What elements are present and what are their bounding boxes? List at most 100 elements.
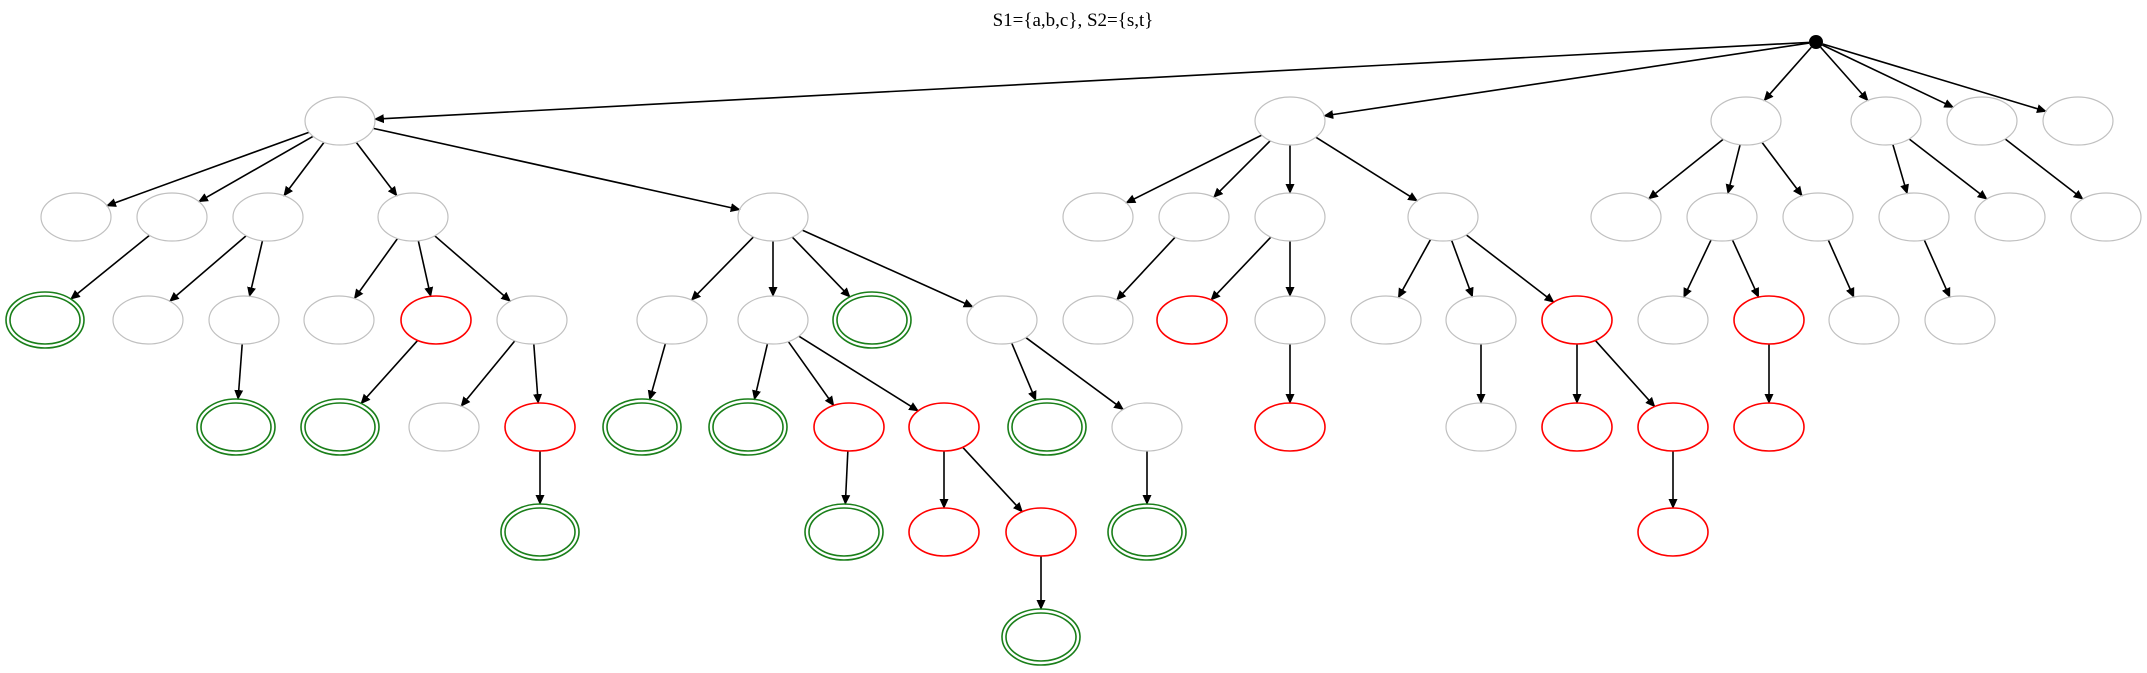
- tree-node-A3a-gray: [112, 295, 184, 345]
- edge-A5b-A5b2: [787, 341, 835, 407]
- node-ellipse: [196, 398, 276, 456]
- tree-node-A5a-gray: [636, 295, 708, 345]
- edge-B4c-B4c2: [1594, 339, 1656, 408]
- node-ellipse: [1062, 295, 1134, 345]
- node-ellipse: [1637, 295, 1709, 345]
- node-ellipse: [1733, 402, 1805, 452]
- edge-B2-B2a: [1116, 236, 1176, 301]
- diagram-title: S1={a,b,c}, S2={s,t}: [993, 10, 1154, 31]
- edge-n0-E: [1821, 44, 1955, 109]
- tree-node-C2b-red: [1733, 295, 1805, 345]
- tree-node-A2-gray: [136, 192, 208, 242]
- node-ellipse: [1878, 192, 1950, 242]
- edge-A5b3-A5b3b: [962, 446, 1023, 513]
- tree-node-B2-gray: [1158, 192, 1230, 242]
- tree-node-B4c2a-red: [1637, 507, 1709, 557]
- tree-node-C1-gray: [1590, 192, 1662, 242]
- tree-node-C2a-gray: [1637, 295, 1709, 345]
- node-ellipse: [377, 192, 449, 242]
- tree-node-B-gray: [1254, 96, 1326, 146]
- tree-node-F-gray: [2042, 96, 2114, 146]
- node-ellipse: [1158, 192, 1230, 242]
- node-ellipse: [836, 295, 908, 345]
- edge-A-A3: [283, 141, 325, 197]
- node-ellipse: [832, 291, 912, 349]
- tree-node-B4a-gray: [1350, 295, 1422, 345]
- edge-A-A4: [355, 141, 398, 197]
- edge-A5b-A5b3: [798, 335, 919, 412]
- edge-n0-F: [1822, 43, 2047, 114]
- node-ellipse: [804, 503, 884, 561]
- tree-node-A-gray: [304, 96, 376, 146]
- edge-A-A2: [198, 135, 314, 203]
- tree-node-C2b1-red: [1733, 402, 1805, 452]
- node-ellipse: [1007, 398, 1087, 456]
- tree-node-E1-gray: [2070, 192, 2142, 242]
- edge-A5d-A5d1: [1010, 342, 1037, 402]
- edge-C2-C2a: [1683, 239, 1712, 299]
- tree-node-A5b1-green: [708, 398, 788, 456]
- tree-node-C3a-gray: [1828, 295, 1900, 345]
- node-ellipse: [304, 96, 376, 146]
- node-ellipse: [1254, 96, 1326, 146]
- node-ellipse: [400, 295, 472, 345]
- edge-A5-A5c: [791, 236, 851, 298]
- node-ellipse: [1637, 402, 1709, 452]
- node-ellipse: [1445, 402, 1517, 452]
- tree-node-A4b-red: [400, 295, 472, 345]
- node-ellipse: [1710, 96, 1782, 146]
- edge-n0-D: [1820, 46, 1869, 102]
- tree-node-A5b2a-green: [804, 503, 884, 561]
- tree-node-A4c2a-green: [500, 503, 580, 561]
- node-ellipse: [504, 507, 576, 557]
- node-ellipse: [2070, 192, 2142, 242]
- edge-B4-B4a: [1397, 239, 1432, 299]
- node-ellipse: [1924, 295, 1996, 345]
- tree-node-B1-gray: [1062, 192, 1134, 242]
- tree-node-C-gray: [1710, 96, 1782, 146]
- edge-A5-A5d: [801, 229, 974, 308]
- node-ellipse: [908, 507, 980, 557]
- edge-A5d-A5d2: [1025, 336, 1124, 411]
- tree-node-C2-gray: [1686, 192, 1758, 242]
- edge-A-A5: [373, 127, 741, 213]
- edge-B3-B3a: [1210, 236, 1272, 301]
- tree-node-B3b1-red: [1254, 402, 1326, 452]
- tree-node-A5d-gray: [966, 295, 1038, 345]
- node-ellipse: [1111, 507, 1183, 557]
- tree-node-A4a-gray: [303, 295, 375, 345]
- node-ellipse: [1974, 192, 2046, 242]
- edge-D1-D1a: [1923, 239, 1951, 298]
- node-ellipse: [1350, 295, 1422, 345]
- edge-A4-A4a: [353, 238, 399, 300]
- node-ellipse: [1107, 503, 1187, 561]
- edge-n0-B: [1323, 42, 1810, 119]
- node-ellipse: [1011, 402, 1083, 452]
- tree-node-B3-gray: [1254, 192, 1326, 242]
- node-ellipse: [1541, 295, 1613, 345]
- tree-node-A5b3a-red: [908, 507, 980, 557]
- node-ellipse: [1850, 96, 1922, 146]
- tree-node-A4c1-gray: [408, 402, 480, 452]
- tree-node-B4c1-red: [1541, 402, 1613, 452]
- edge-C-C2: [1725, 144, 1741, 195]
- node-ellipse: [2042, 96, 2114, 146]
- node-ellipse: [408, 402, 480, 452]
- tree-node-B4c2-red: [1637, 402, 1709, 452]
- edge-B-B1: [1125, 134, 1263, 204]
- edge-A4c-A4c1: [460, 340, 516, 407]
- node-ellipse: [1156, 295, 1228, 345]
- edge-A-A1: [105, 131, 310, 207]
- tree-node-B4b-gray: [1445, 295, 1517, 345]
- tree-node-E-gray: [1946, 96, 2018, 146]
- edge-B4-B4c: [1465, 234, 1555, 303]
- tree-node-A4c-gray: [496, 295, 568, 345]
- edge-A5a-A5a1: [647, 343, 667, 401]
- tree-node-A3b1-green: [196, 398, 276, 456]
- node-ellipse: [303, 295, 375, 345]
- edge-A5b2-A5b2a: [841, 450, 851, 506]
- node-ellipse: [737, 192, 809, 242]
- node-ellipse: [1111, 402, 1183, 452]
- tree-node-A5b3b1-green: [1001, 608, 1081, 666]
- node-ellipse: [712, 402, 784, 452]
